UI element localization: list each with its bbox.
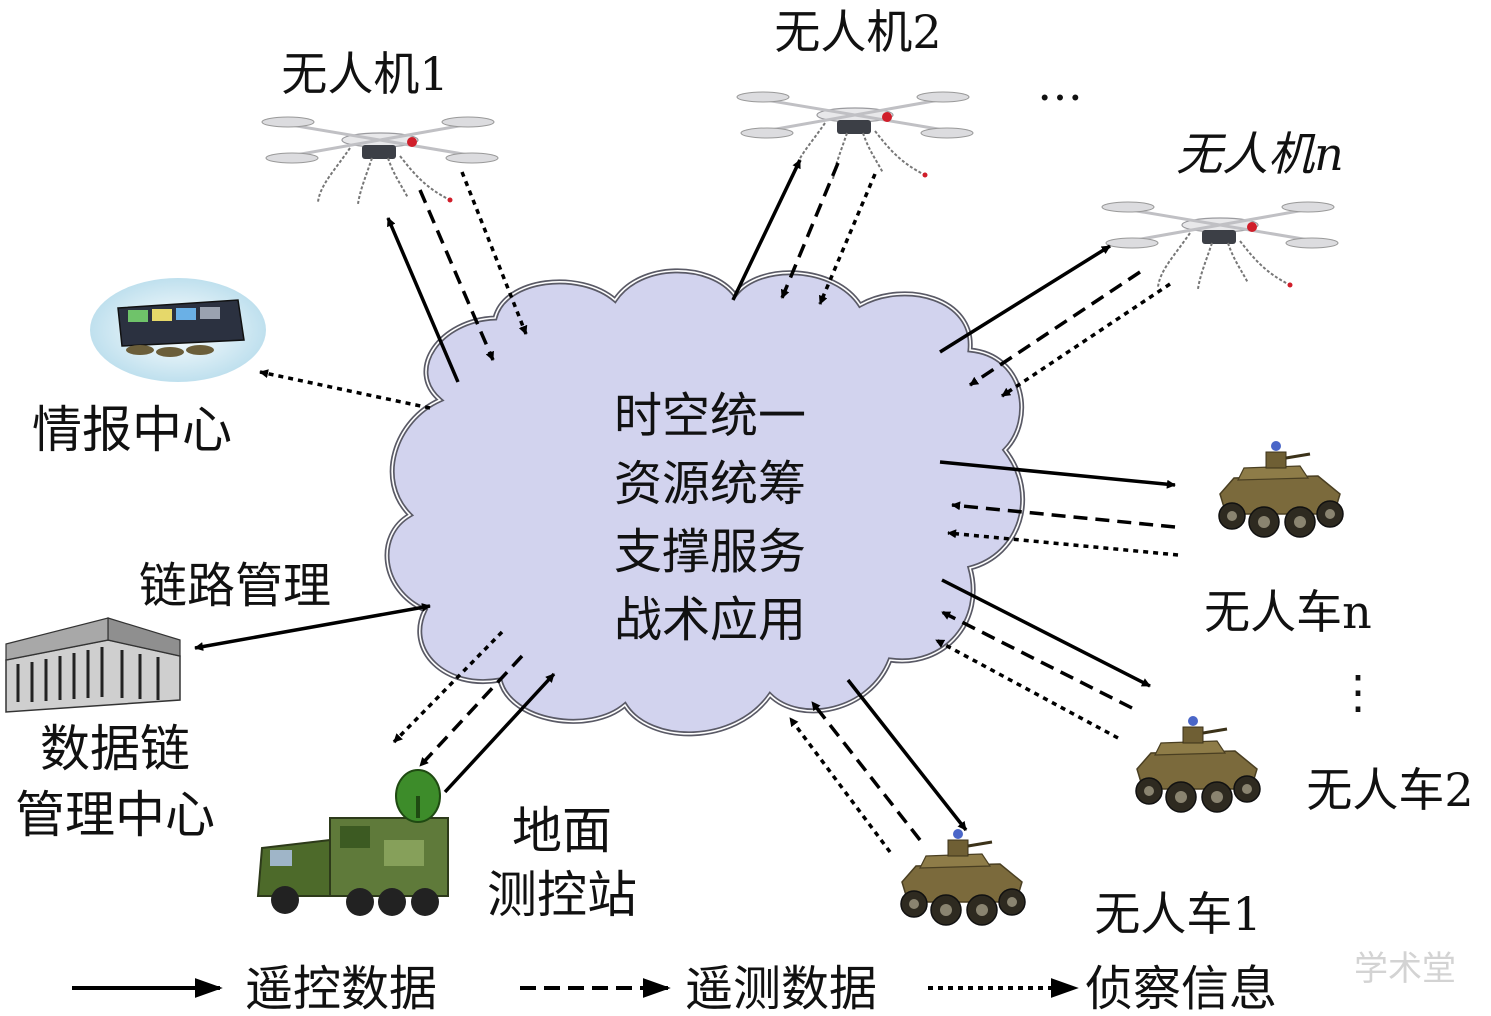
uav1-label: 无人机1 (281, 47, 448, 101)
intel-center-icon (90, 278, 266, 382)
datalink-center-label-2: 管理中心 (15, 786, 215, 844)
ugv-n-icon (1219, 441, 1343, 537)
legend-dotted-label: 侦察信息 (1085, 961, 1277, 1016)
ground-telecontrol-arrow (445, 674, 554, 792)
uavn-telecontrol-arrow (940, 246, 1110, 352)
center-line-4: 战术应用 (614, 592, 806, 648)
ugv1-label: 无人车1 (1094, 887, 1261, 941)
ugv2-telecontrol-arrow (942, 580, 1150, 686)
legend-solid-label: 遥控数据 (245, 961, 437, 1016)
center-line-3: 支撑服务 (614, 524, 806, 580)
ground-station-label-1: 地面 (512, 802, 612, 860)
link-management-label: 链路管理 (139, 558, 331, 614)
watermark: 学术堂 (1354, 949, 1456, 989)
uavn-label: 无人机n (1176, 127, 1344, 181)
ugv-2-icon (1136, 716, 1260, 812)
ground-station-label-2: 测控站 (487, 866, 637, 924)
uav-ellipsis: … (1037, 57, 1083, 111)
uav1-telecontrol-arrow (388, 218, 458, 382)
ugv-ellipsis: ⋮ (1335, 665, 1381, 719)
ugvn-label: 无人车n (1204, 585, 1372, 639)
center-line-2: 资源统筹 (614, 456, 806, 512)
legend-dashed-label: 遥测数据 (685, 961, 877, 1016)
central-cloud: 时空统一 资源统筹 支撑服务 战术应用 (387, 271, 1023, 734)
datalink-center-label-1: 数据链 (40, 720, 190, 778)
ugv1-telecontrol-arrow (848, 680, 966, 830)
ugv2-label: 无人车2 (1306, 763, 1473, 817)
uav-2-icon (737, 92, 973, 179)
ugv-1-icon (901, 829, 1025, 925)
intel-center-label: 情报中心 (32, 401, 232, 459)
datalink-center-building-icon (6, 618, 180, 712)
uav2-label: 无人机2 (774, 5, 941, 59)
intel-recon-arrow (260, 372, 430, 408)
uav-n-icon (1102, 202, 1338, 289)
uavn-recon-arrow (1002, 284, 1170, 396)
center-line-1: 时空统一 (614, 388, 806, 444)
uav-1-icon (262, 117, 498, 204)
legend: 遥控数据 遥测数据 侦察信息 (72, 961, 1277, 1016)
ground-station-truck-icon (258, 770, 448, 916)
